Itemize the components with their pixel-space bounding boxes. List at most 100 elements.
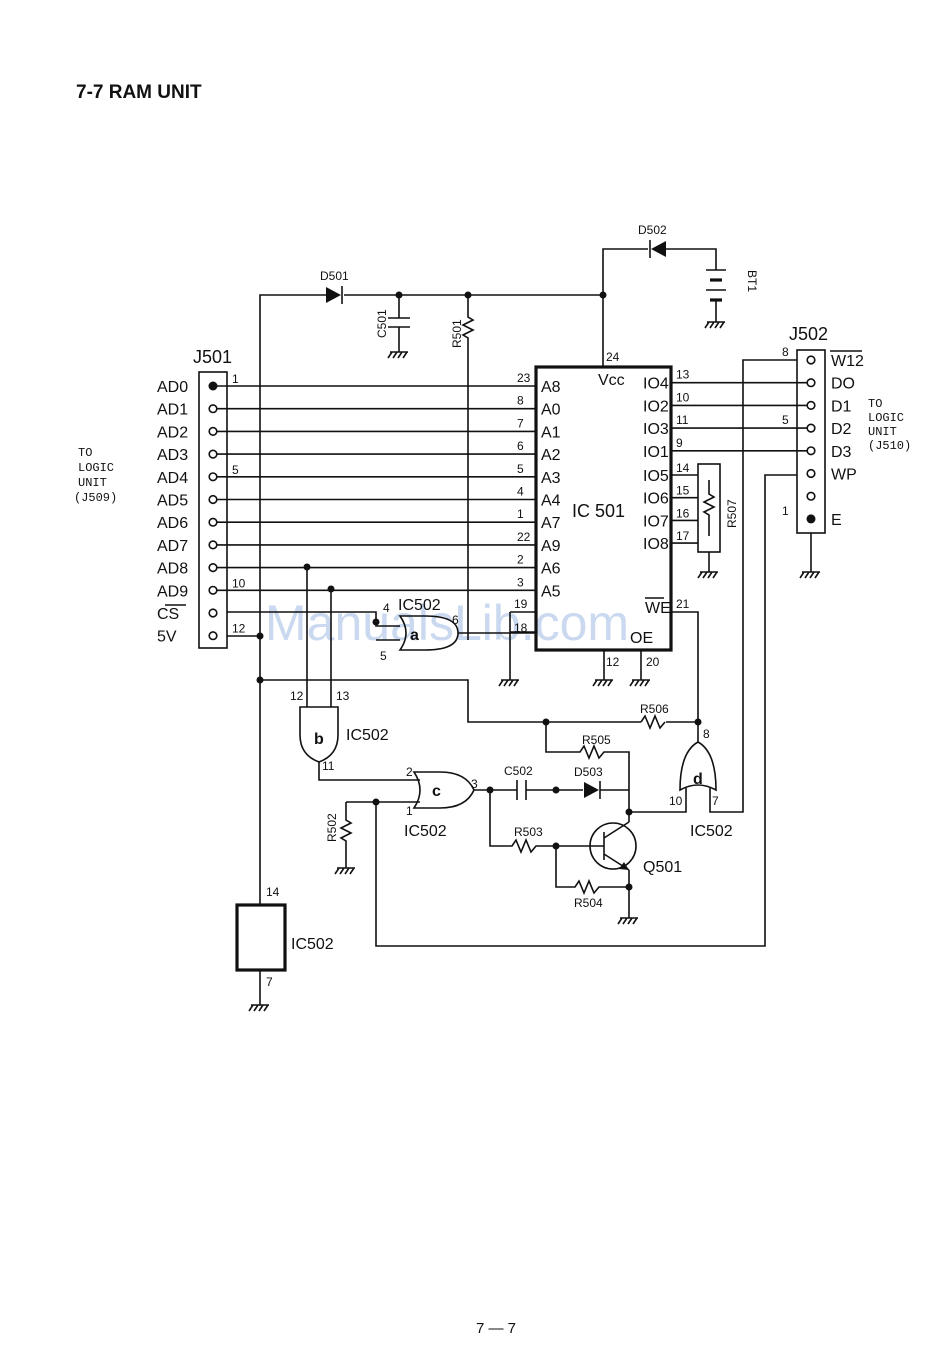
- gate-a-pin-in: 4: [383, 601, 390, 615]
- j502-pin-label: W12: [831, 353, 864, 370]
- ic501-left-pin-signal: A3: [541, 470, 561, 487]
- j501-pin-terminal: [208, 494, 218, 505]
- ic501-vcc-pin: 24: [606, 350, 620, 364]
- j501-pin-label: AD6: [157, 515, 188, 532]
- ic501-left-pin-signal: A5: [541, 583, 561, 600]
- d503-label: D503: [574, 765, 603, 779]
- j501-pin-terminal: [208, 449, 218, 459]
- gate-d-symbol-icon: [679, 741, 717, 792]
- ic501-left-pin-number: 7: [517, 416, 524, 430]
- ic502-pin-7: 7: [266, 975, 273, 989]
- r506-wire: [260, 611, 699, 723]
- ic501-left-pin-signal: A7: [541, 515, 561, 532]
- ic501-left-pin-number: 3: [517, 575, 524, 589]
- r504-label: R504: [574, 896, 603, 910]
- j502-pin-terminal: [806, 468, 816, 479]
- r501-resistor-icon: [461, 295, 475, 640]
- page-title: 7-7 RAM UNIT: [76, 82, 202, 103]
- watermark: ManualsLib.com: [265, 595, 629, 651]
- ic501-right-pin-number: 10: [676, 390, 690, 404]
- gate-b-symbol-icon: [299, 706, 339, 763]
- ic501-io-signal: IO6: [643, 491, 669, 508]
- gate-b-pin-13: 13: [336, 689, 350, 703]
- ic501-vcc-label: Vcc: [598, 372, 625, 389]
- ic501-name: IC 501: [572, 501, 625, 521]
- q501-emitter-arrow-icon: [619, 862, 629, 870]
- d502-diode-icon: [651, 241, 666, 257]
- ground-symbols: [248, 321, 820, 1012]
- j502-pin-label: DO: [831, 376, 855, 393]
- ground-icon: [629, 679, 650, 687]
- ic502-pin-14: 14: [266, 885, 280, 899]
- ic501-we-pin: 21: [676, 597, 690, 611]
- q501-label: Q501: [643, 859, 682, 876]
- right-note: TO LOGIC UNIT (J510): [868, 397, 911, 453]
- j502-pin-label: WP: [831, 467, 857, 484]
- gate-a-name: IC502: [398, 597, 441, 614]
- j502-pin-label: D3: [831, 444, 852, 461]
- ic501-left-pin-signal: A4: [541, 493, 561, 510]
- j501-pin-label: AD2: [157, 424, 188, 441]
- j502-pin-number: 5: [782, 413, 789, 427]
- ground-icon: [334, 867, 355, 875]
- q501-transistor-icon: [589, 822, 637, 870]
- j502-pin-number: 1: [782, 504, 789, 518]
- j501-pin-label: AD9: [157, 583, 188, 600]
- d501-label: D501: [320, 269, 349, 283]
- right-note-line-4: (J510): [868, 439, 911, 453]
- left-note-line-4: (J509): [74, 491, 117, 505]
- j501-pin-number: 12: [232, 622, 246, 636]
- ic501-right-pin-number: 9: [676, 436, 683, 450]
- ic501-right-pin-signal: IO1: [643, 444, 669, 461]
- j501-pin-label: AD4: [157, 470, 188, 487]
- gate-b-pin-12: 12: [290, 689, 304, 703]
- bt1-battery-icon: [706, 269, 726, 322]
- ic501-io-pin-number: 16: [676, 506, 690, 520]
- right-note-line-2: LOGIC: [868, 411, 904, 425]
- c502-capacitor-icon: [474, 780, 583, 800]
- d501-diode-icon: [326, 287, 341, 303]
- ic501-left-pin-signal: A8: [541, 379, 561, 396]
- j501-pin-label: CS: [157, 606, 179, 623]
- ic501-left-pin-signal: A9: [541, 538, 561, 555]
- d502-wire: [602, 248, 717, 295]
- ic501-left-pin-number: 4: [517, 485, 524, 499]
- j501-pin-label: AD8: [157, 561, 188, 578]
- r502-label: R502: [325, 813, 339, 842]
- ground-icon: [498, 679, 519, 687]
- ic501-io-signal: IO8: [643, 536, 669, 553]
- d502-label: D502: [638, 223, 667, 237]
- lower-circuit: R506 b IC502 12 13 11 c IC502 2 1 3 R502: [227, 359, 797, 1005]
- gate-c-pin-1: 1: [406, 804, 413, 818]
- ic501-left-pin-number: 1: [517, 507, 524, 521]
- gate-d-letter: d: [693, 771, 703, 788]
- j501-pin-number: 10: [232, 576, 246, 590]
- ic501-io-signal: IO7: [643, 513, 669, 530]
- j501-pin-terminal: [208, 381, 218, 391]
- ic501-right-pin-signal: IO3: [643, 421, 669, 438]
- ground-icon: [799, 571, 820, 579]
- q501-transistor-leads: [596, 812, 630, 918]
- gate-d-pin-7: 7: [712, 794, 719, 808]
- ic501-io-pin-number: 15: [676, 484, 690, 498]
- j501-pin-terminal: [208, 404, 218, 414]
- j502-body: [796, 349, 826, 534]
- gate-b-letter: b: [314, 731, 324, 748]
- gate-c-symbol-icon: [412, 771, 475, 809]
- r502-resistor-icon: [339, 801, 420, 868]
- left-note-line-2: LOGIC: [78, 461, 114, 475]
- junction-dot: [625, 883, 633, 891]
- ground-icon: [617, 917, 638, 925]
- ic501-left-pin-signal: A1: [541, 424, 561, 441]
- ic501-pin18-19-wire: [509, 611, 536, 680]
- ic501-ground-wires: [603, 650, 642, 680]
- j501-pin-terminal: [208, 631, 218, 641]
- ic502-supply-name: IC502: [291, 936, 334, 953]
- c501-label: C501: [375, 309, 389, 338]
- ground-icon: [592, 679, 613, 687]
- bus-wires: 23A88A07A16A25A34A41A722A92A63A513IO410I…: [217, 368, 807, 600]
- ground-icon: [704, 321, 725, 329]
- right-note-line-3: UNIT: [868, 425, 897, 439]
